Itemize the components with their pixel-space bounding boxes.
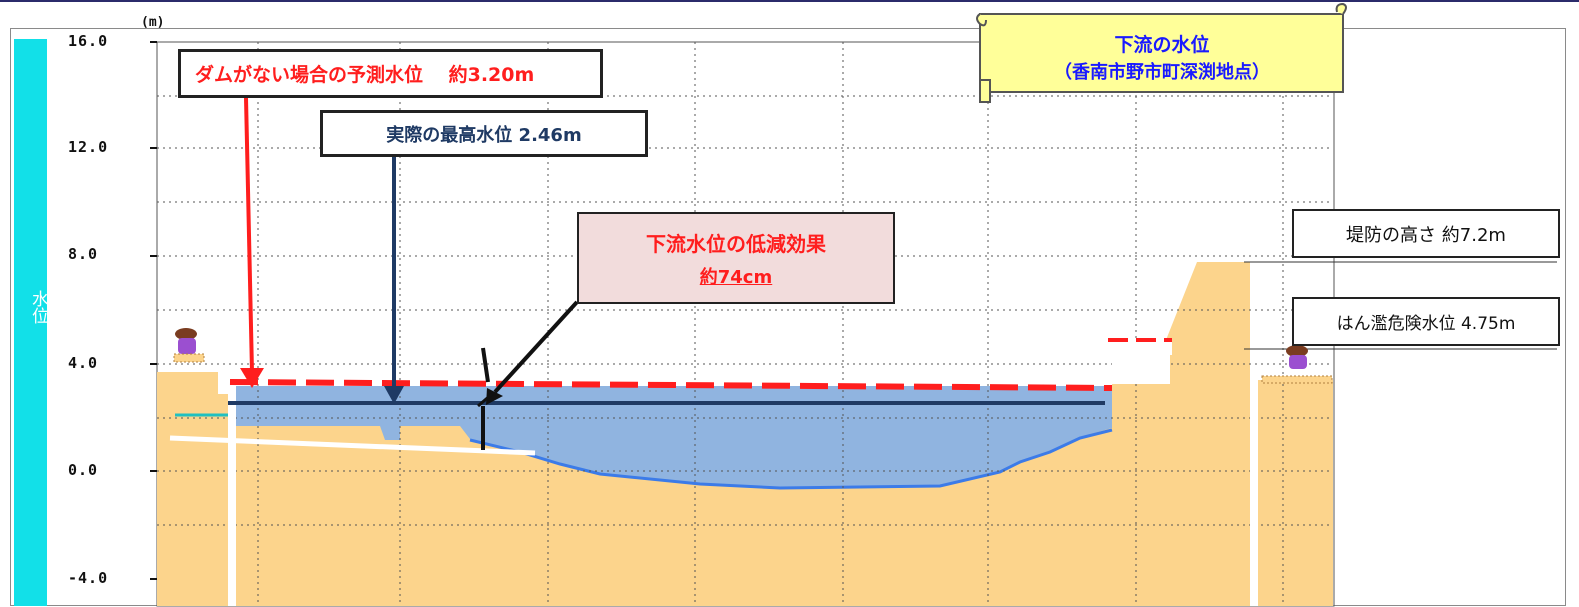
scroll-title-line1: 下流の水位 [1114, 34, 1210, 56]
predicted-level-line [229, 379, 1113, 391]
top-rule [0, 0, 1579, 2]
no-dam-level-label: ダムがない場合の予測水位 約3.20m [178, 49, 603, 98]
y-tick-4: 4.0 [68, 354, 99, 372]
scroll-banner [976, 2, 1347, 103]
reduction-effect-value: 約74cm [699, 266, 773, 288]
y-tick-0: 0.0 [68, 461, 99, 479]
effect-arrow [493, 300, 579, 394]
river-water [228, 386, 1112, 487]
y-tick-minus4: -4.0 [68, 569, 109, 587]
levee-height-label: 堤防の高さ 約7.2m [1292, 209, 1560, 258]
y-tick-8: 8.0 [68, 245, 99, 263]
person-icon-left [173, 328, 205, 363]
reduction-effect-box: 下流水位の低減効果 約74cm [577, 212, 895, 304]
scroll-title-line2: （香南市野市町深渕地点） [1054, 62, 1270, 83]
person-icon-right [1261, 345, 1333, 384]
reduction-effect-title: 下流水位の低減効果 [646, 231, 826, 256]
flood-danger-level-label: はん濫危険水位 4.75m [1292, 297, 1560, 346]
unit-label: (m) [141, 15, 165, 30]
actual-max-level-label: 実際の最高水位 2.46m [320, 110, 648, 157]
water-level-bar [14, 39, 47, 606]
red-arrow [244, 97, 254, 373]
ground-fill [157, 262, 1333, 606]
y-tick-16: 16.0 [68, 32, 109, 50]
water-level-label: 水位 [28, 290, 48, 324]
riverbed-edge [469, 428, 1113, 490]
y-tick-12: 12.0 [68, 138, 109, 156]
riverbank-line [169, 435, 536, 456]
